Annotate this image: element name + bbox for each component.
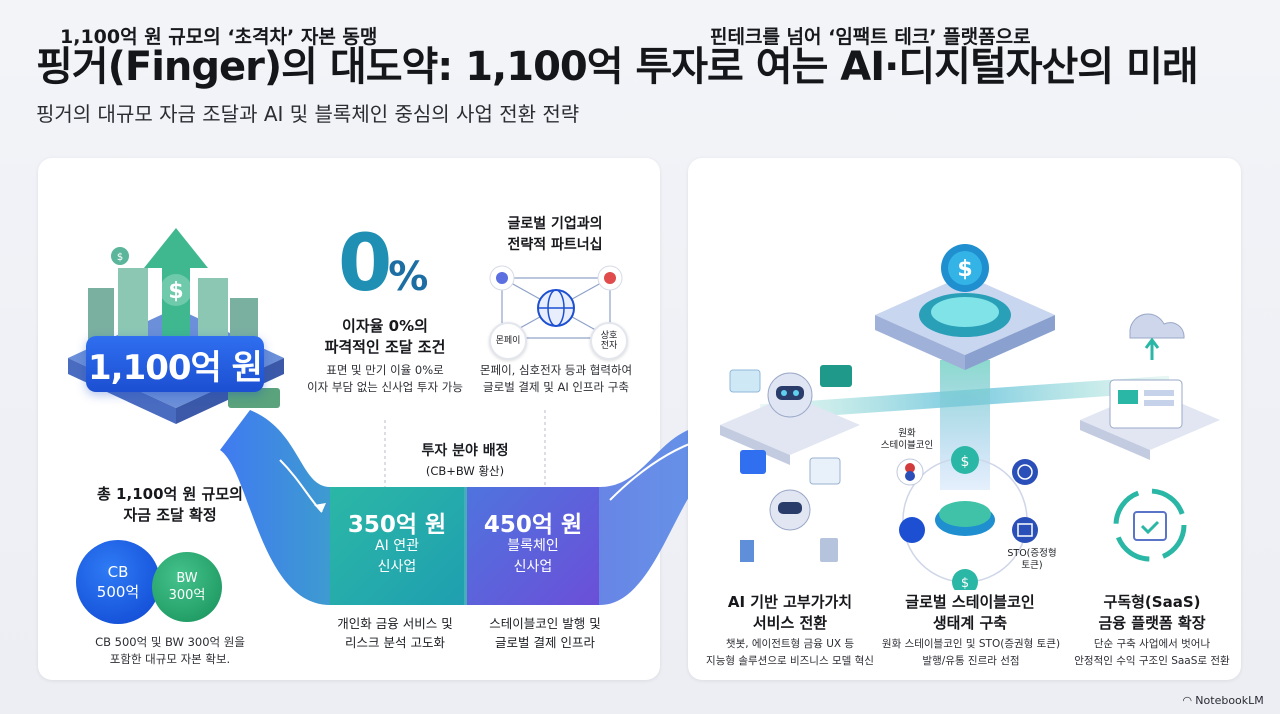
zero-percent-icon: 0%	[338, 224, 428, 317]
total-raise-desc-line2: 포함한 대규모 자본 확보.	[109, 652, 231, 666]
blockchain-allocation-label-line1: 블록체인	[507, 537, 559, 554]
interest-rate-desc: 표면 및 만기 이율 0%로 이자 부담 없는 신사업 투자 가능	[295, 362, 475, 396]
interest-rate-desc-line1: 표면 및 만기 이율 0%로	[326, 363, 444, 377]
feature-stablecoin-desc: 원화 스테이블코인 및 STO(증권형 토큰) 발행/유통 진르라 선점	[878, 636, 1064, 670]
zero-digit: 0	[338, 219, 392, 309]
ai-allocation-amount: 350억 원	[347, 511, 447, 538]
interest-rate-title-line2: 파격적인 조달 조건	[324, 338, 446, 356]
partnership-title-line1: 글로벌 기업과의	[507, 216, 603, 232]
feature-ai-title-line1: AI 기반 고부가가치	[727, 593, 853, 611]
blockchain-allocation-desc: 스테이블코인 발행 및 글로벌 결제 인프라	[460, 614, 630, 652]
blockchain-allocation-amount: 450억 원	[483, 511, 583, 538]
blockchain-allocation-desc-line1: 스테이블코인 발행 및	[489, 616, 601, 631]
interest-rate-title: 이자율 0%의 파격적인 조달 조건	[300, 316, 470, 358]
bw-label: BW	[176, 571, 198, 586]
feature-ai-title: AI 기반 고부가가치 서비스 전환	[702, 592, 878, 634]
cb-label: CB	[107, 563, 129, 581]
cb-amount: 500억	[96, 583, 140, 601]
partnership-title-line2: 전략적 파트너십	[507, 237, 603, 253]
page-title: 핑거(Finger)의 대도약: 1,100억 투자로 여는 AI·디지털자산의…	[36, 44, 1199, 90]
partner-node-monpay: 몬페이	[489, 322, 527, 360]
page-subtitle: 핑거의 대규모 자금 조달과 AI 및 블록체인 중심의 사업 전환 전략	[36, 102, 580, 126]
allocation-title: 투자 분야 배정	[421, 443, 509, 459]
feature-ai-title-line2: 서비스 전환	[752, 614, 828, 632]
interest-rate-desc-line2: 이자 부담 없는 신사업 투자 가능	[307, 380, 463, 394]
feature-stablecoin-title-line2: 생태계 구축	[932, 614, 1008, 632]
svg-text:$: $	[117, 252, 123, 263]
feature-stablecoin-title-line1: 글로벌 스테이블코인	[905, 593, 1035, 611]
feature-saas-title: 구독형(SaaS) 금융 플랫폼 확장	[1072, 592, 1232, 634]
total-raise-desc: CB 500억 및 BW 300억 원을 포함한 대규모 자본 확보.	[60, 634, 280, 668]
partner-node-electronics: 상호 전자	[590, 322, 628, 360]
brand-name: NotebookLM	[1195, 694, 1264, 707]
feature-saas-title-line2: 금융 플랫폼 확장	[1098, 614, 1206, 632]
feature-saas-desc: 단순 구축 사업에서 벗어나 안정적인 수익 구조인 SaaS로 전환	[1064, 636, 1240, 670]
feature-ai-desc-line1: 챗봇, 에이전트형 금융 UX 등	[725, 638, 855, 650]
allocation-subtitle: (CB+BW 황산)	[425, 464, 505, 478]
blockchain-allocation-desc-line2: 글로벌 결제 인프라	[495, 635, 595, 650]
stablecoin-tag-line1: 원화	[898, 428, 916, 439]
feature-saas-desc-line2: 안정적인 수익 구조인 SaaS로 전환	[1074, 655, 1230, 667]
blockchain-allocation-label-line2: 신사업	[513, 558, 553, 575]
platform-illustration: $ $ $	[720, 244, 1220, 590]
feature-stablecoin-desc-line1: 원화 스테이블코인 및 STO(증권형 토큰)	[881, 638, 1061, 650]
total-raise-title-line1: 총 1,100억 원 규모의	[97, 485, 243, 503]
partnership-title: 글로벌 기업과의 전략적 파트너십	[480, 214, 630, 256]
bw-amount: 300억	[168, 588, 206, 603]
feature-stablecoin-desc-line2: 발행/유통 진르라 선점	[922, 655, 1020, 667]
feature-ai-desc: 챗봇, 에이전트형 금융 UX 등 지능형 솔루션으로 비즈니스 모델 혁신	[700, 636, 880, 670]
total-amount-badge: 1,100억 원	[86, 336, 264, 392]
svg-text:$: $	[961, 576, 969, 590]
ai-allocation-segment: 350억 원 AI 연관 신사업	[330, 487, 464, 605]
feature-ai-desc-line2: 지능형 솔루션으로 비즈니스 모델 혁신	[706, 655, 874, 667]
svg-text:$: $	[961, 454, 970, 470]
sto-tag: STO(증정형 토큰)	[1007, 548, 1057, 571]
feature-saas-title-line1: 구독형(SaaS)	[1103, 593, 1201, 611]
interest-rate-title-line1: 이자율 0%의	[342, 317, 428, 335]
cb-bubble: CB 500억	[76, 540, 160, 624]
stablecoin-tag: 원화 스테이블코인	[872, 428, 942, 452]
feature-saas-desc-line1: 단순 구축 사업에서 벗어나	[1093, 638, 1211, 650]
feature-stablecoin-title: 글로벌 스테이블코인 생태계 구축	[880, 592, 1060, 634]
ai-allocation-desc: 개인화 금융 서비스 및 리스크 분석 고도화	[310, 614, 480, 652]
svg-text:$: $	[957, 257, 972, 282]
allocation-title-block: 투자 분야 배정 (CB+BW 황산)	[400, 440, 530, 479]
notebooklm-logo: ◠ NotebookLM	[1183, 694, 1264, 707]
left-panel-heading: 1,100억 원 규모의 ‘초격차’ 자본 동맹	[60, 26, 378, 48]
blockchain-allocation-segment: 450억 원 블록체인 신사업	[467, 487, 599, 605]
ai-allocation-desc-line2: 리스크 분석 고도화	[345, 635, 445, 650]
partnership-desc-line1: 몬페이, 심호전자 등과 협력하여	[479, 363, 633, 377]
bw-bubble: BW 300억	[152, 552, 222, 622]
total-raise-desc-line1: CB 500억 및 BW 300억 원을	[95, 635, 245, 649]
partnership-desc-line2: 글로벌 결제 및 AI 인프라 구축	[483, 380, 629, 394]
total-raise-title-line2: 자금 조달 확정	[123, 506, 217, 524]
ai-allocation-desc-line1: 개인화 금융 서비스 및	[337, 616, 453, 631]
right-panel-heading: 핀테크를 넘어 ‘임팩트 테크’ 플랫폼으로	[710, 26, 1031, 48]
money-building-icon: $ $	[68, 228, 284, 424]
svg-text:$: $	[168, 279, 183, 304]
stablecoin-tag-line2: 스테이블코인	[880, 440, 934, 451]
partnership-desc: 몬페이, 심호전자 등과 협력하여 글로벌 결제 및 AI 인프라 구축	[466, 362, 646, 396]
percent-sign: %	[388, 254, 429, 300]
ai-allocation-label-line2: 신사업	[377, 558, 417, 575]
total-raise-title: 총 1,100억 원 규모의 자금 조달 확정	[60, 484, 280, 526]
notebooklm-icon: ◠	[1183, 694, 1196, 707]
ai-allocation-label-line1: AI 연관	[375, 537, 419, 554]
